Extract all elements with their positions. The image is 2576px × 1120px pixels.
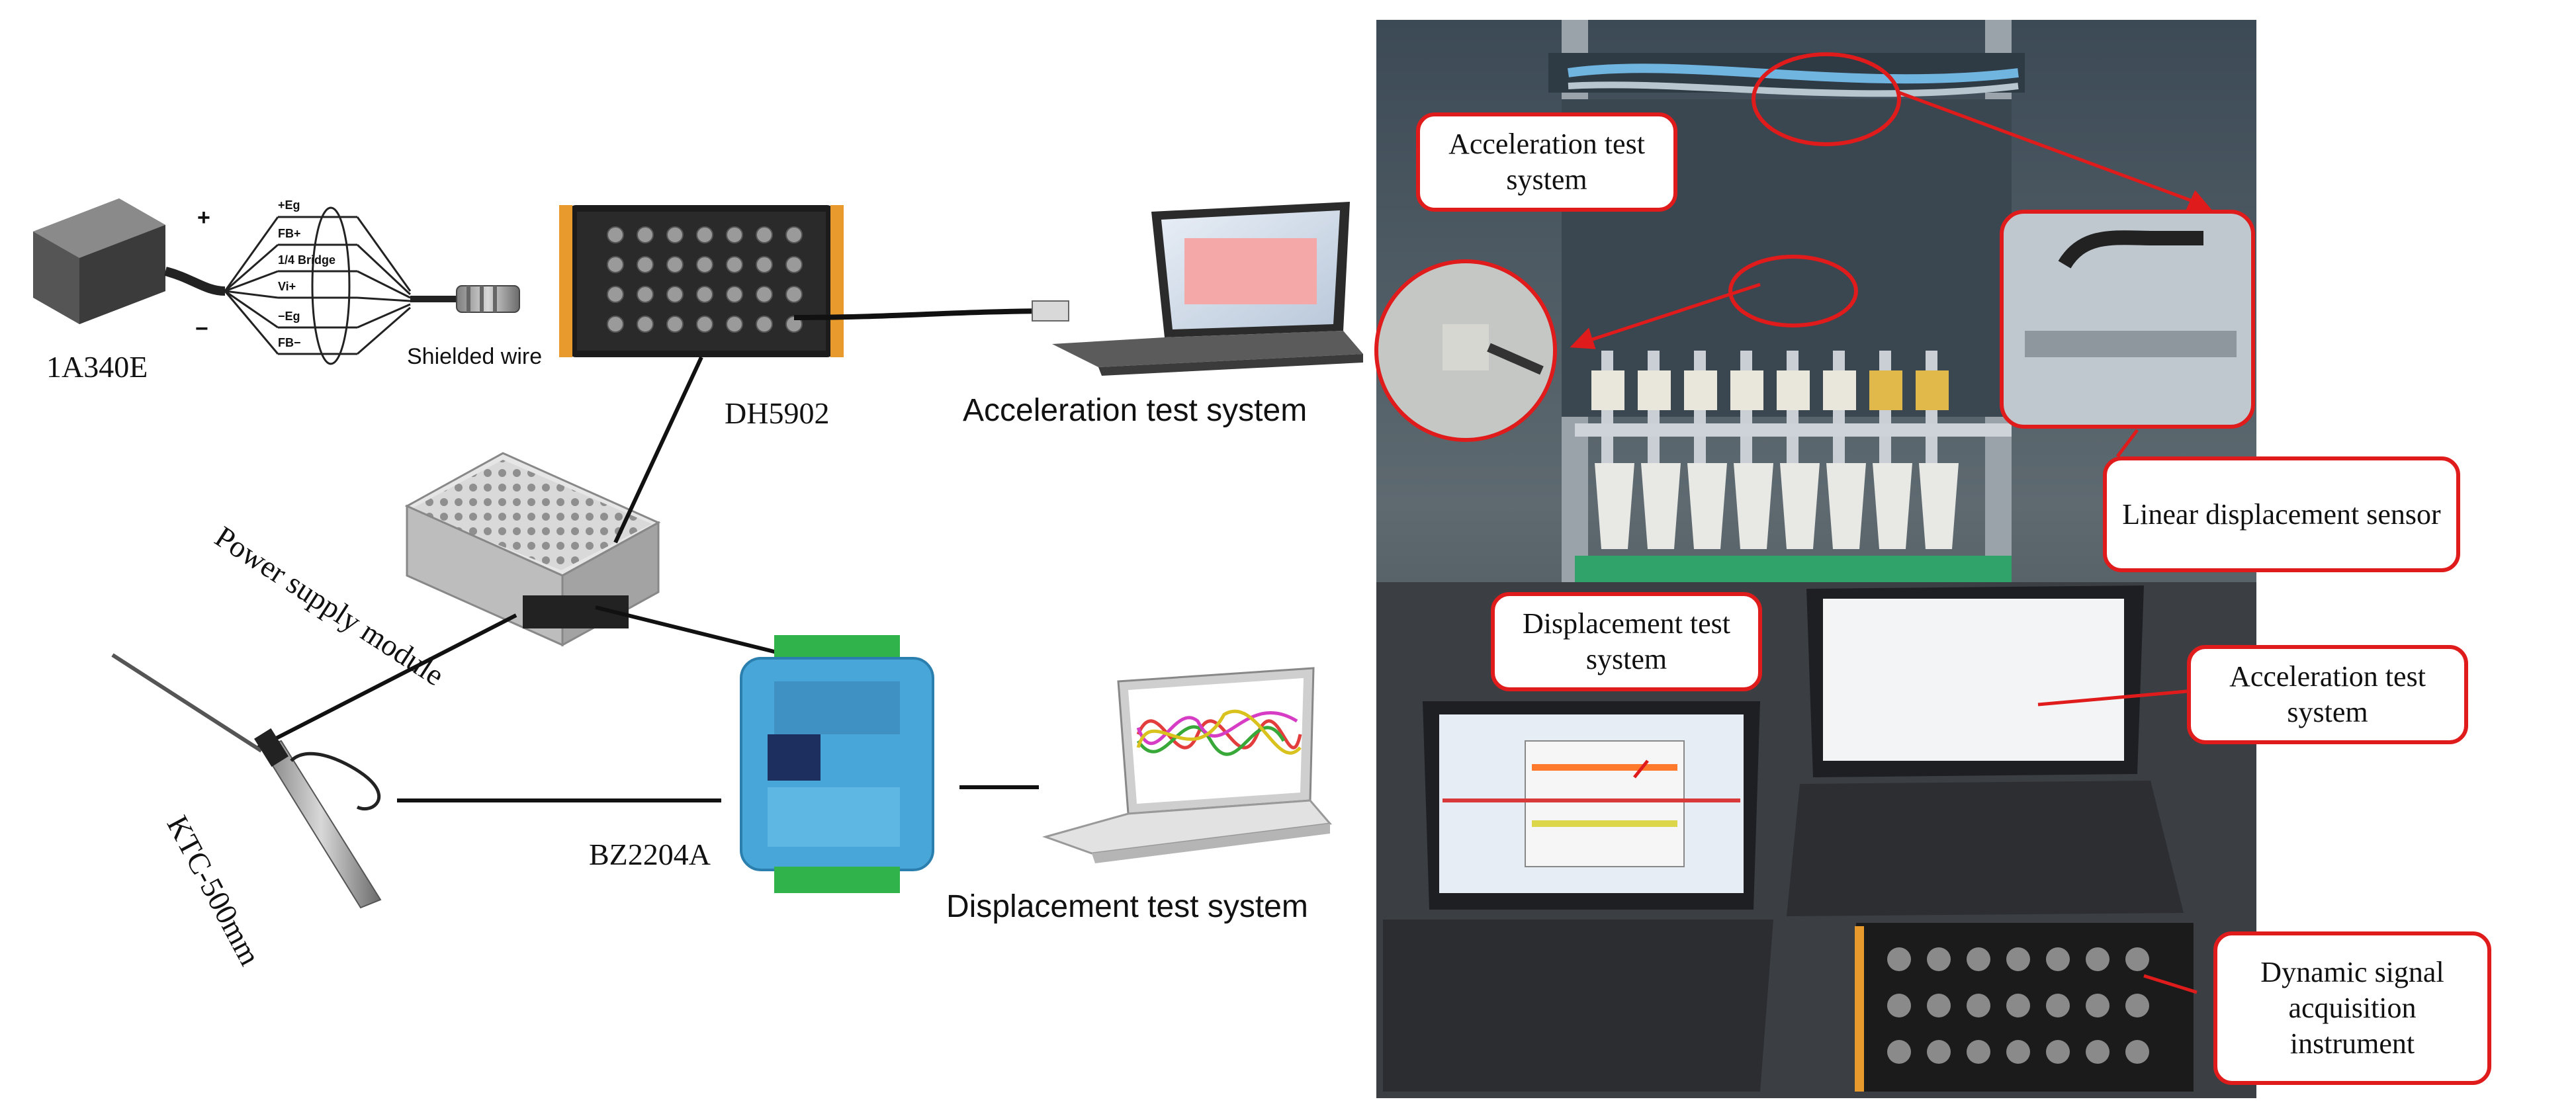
daq-to-laptop-cable — [793, 300, 1069, 322]
callout-accel-top: Acceleration test system — [1416, 112, 1677, 212]
pin-vi-pos-label: Vi+ — [278, 280, 296, 293]
power-supply-module-icon — [404, 452, 661, 647]
shielded-wire-connector-icon — [456, 285, 520, 313]
acceleration-laptop-icon — [1052, 202, 1363, 376]
daq-model-label: DH5902 — [725, 396, 830, 430]
ktc-displacement-sensor-icon — [111, 653, 382, 909]
pin-bridge-label: 1/4 Bridge — [278, 253, 336, 267]
pin-fb-pos-label: FB+ — [278, 227, 301, 240]
pin-eg-pos-label: +Eg — [278, 198, 300, 212]
callout-dynamic-instrument: Dynamic signal acquisition instrument — [2213, 931, 2491, 1085]
accel-system-label: Acceleration test system — [963, 393, 1308, 428]
annotation-pointers — [1570, 91, 2214, 994]
wiring-plus-label: + — [197, 205, 210, 230]
connection-lines — [257, 356, 1039, 802]
callout-disp-system: Displacement test system — [1491, 592, 1762, 691]
sensor-model-label: 1A340E — [46, 350, 148, 384]
accelerometer-1a340e-icon — [33, 198, 226, 324]
displacement-laptop-icon — [1042, 667, 1332, 863]
dh5902-daq-icon — [559, 205, 844, 357]
pin-fb-neg-label: FB− — [278, 336, 301, 349]
disp-system-label: Displacement test system — [946, 889, 1308, 924]
sensor-wiring-diagram — [224, 206, 457, 365]
callout-accel-bottom: Acceleration test system — [2187, 645, 2468, 744]
shielded-wire-label: Shielded wire — [407, 344, 543, 369]
wiring-minus-label: − — [195, 316, 208, 341]
pin-eg-neg-label: −Eg — [278, 310, 300, 323]
transmitter-model-label: BZ2204A — [589, 838, 711, 871]
callout-linear-sensor: Linear displacement sensor — [2103, 456, 2460, 572]
bz2204a-transmitter-icon — [740, 635, 934, 893]
